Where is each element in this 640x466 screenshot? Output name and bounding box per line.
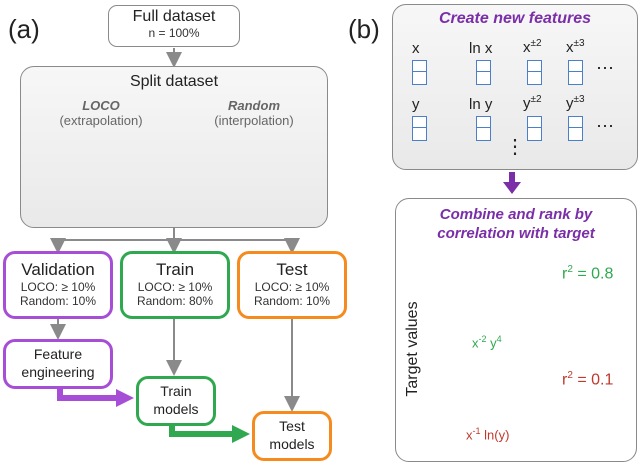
test-models-line1: Test xyxy=(279,418,305,434)
base-x: x xyxy=(566,39,574,56)
r2-number: = 0.1 xyxy=(572,371,614,389)
test-models-line2: models xyxy=(269,436,315,452)
base-y: y xyxy=(566,95,574,112)
feature-lny-label: ln y xyxy=(469,96,493,113)
vector-y xyxy=(412,116,427,141)
feature-x-pow2-label: x±2 xyxy=(523,38,542,56)
r2-number: = 0.8 xyxy=(572,265,614,283)
validation-title: Validation xyxy=(21,260,95,279)
feature-y-pow3-label: y±3 xyxy=(566,94,585,112)
r2-exp: 2 xyxy=(567,264,573,275)
feature-y-label: y xyxy=(412,96,420,113)
feature-engineering-line1: Feature xyxy=(33,346,83,362)
train-models-line2: models xyxy=(153,401,199,417)
xlabel-part: x xyxy=(466,427,473,443)
exp-pm2: ±2 xyxy=(530,38,542,49)
plot1-xlabel: x-2 y4 xyxy=(472,334,502,350)
r2-base: r xyxy=(562,265,568,283)
panel-label-a: (a) xyxy=(8,14,40,44)
test-models-box: Test models xyxy=(252,411,332,461)
validation-box: Validation LOCO: ≥ 10% Random: 10% xyxy=(3,251,113,319)
create-features-box: Create new features xyxy=(392,4,638,170)
xlabel-part: y xyxy=(486,335,497,351)
target-values-ylabel: Target values xyxy=(404,301,421,397)
full-dataset-box: Full dataset n = 100% xyxy=(108,5,240,47)
feature-lnx-label: ln x xyxy=(469,40,493,57)
vector-x-pow3 xyxy=(568,60,583,85)
validation-loco: LOCO: ≥ 10% xyxy=(20,280,96,294)
vector-x-pow2 xyxy=(527,60,542,85)
loco-subtitle: (extrapolation) xyxy=(59,113,143,128)
loco-label: LOCO xyxy=(82,98,120,113)
full-dataset-title: Full dataset xyxy=(132,8,216,25)
vector-y-pow2 xyxy=(527,116,542,141)
full-dataset-subtitle: n = 100% xyxy=(148,26,200,40)
base-y: y xyxy=(523,95,531,112)
panel-label-b: (b) xyxy=(348,14,380,44)
feature-y-pow2-label: y±2 xyxy=(523,94,542,112)
random-label: Random xyxy=(228,98,280,113)
test-loco: LOCO: ≥ 10% xyxy=(254,280,330,294)
r2-exp: 2 xyxy=(567,370,573,381)
arrow-down-icon xyxy=(503,182,521,194)
plot1-r2-value: r2 = 0.8 xyxy=(562,264,613,283)
vector-lnx xyxy=(476,60,491,85)
plot2-r2-value: r2 = 0.1 xyxy=(562,370,613,389)
xlabel-exp: -1 xyxy=(472,426,481,436)
train-loco: LOCO: ≥ 10% xyxy=(137,280,213,294)
train-models-box: Train models xyxy=(136,376,216,426)
xlabel-part: ln(y) xyxy=(480,427,510,443)
feature-engineering-box: Feature engineering xyxy=(3,339,113,389)
feature-x-label: x xyxy=(412,40,420,57)
split-dataset-box: Split dataset LOCO (extrapolation) Rando… xyxy=(20,66,328,228)
ellipsis-row2: ⋯ xyxy=(596,116,614,136)
create-features-title: Create new features xyxy=(438,10,592,27)
vector-lny xyxy=(476,116,491,141)
test-title: Test xyxy=(276,260,308,279)
plot2-xlabel: x-1 ln(y) xyxy=(466,426,509,442)
vertical-ellipsis: ⋮ xyxy=(505,136,525,158)
base-x: x xyxy=(523,39,531,56)
xlabel-exp: -2 xyxy=(478,334,487,344)
combine-title-line1: Combine and rank by xyxy=(439,206,593,223)
ellipsis-row1: ⋯ xyxy=(596,58,614,78)
test-random: Random: 10% xyxy=(253,294,331,308)
random-subtitle: (interpolation) xyxy=(214,113,294,128)
test-box: Test LOCO: ≥ 10% Random: 10% xyxy=(237,251,347,319)
split-dataset-title: Split dataset xyxy=(129,73,219,90)
validation-random: Random: 10% xyxy=(19,294,97,308)
arrow-right-icon xyxy=(116,389,134,407)
vector-x xyxy=(412,60,427,85)
feature-x-pow3-label: x±3 xyxy=(566,38,585,56)
combine-rank-box: Combine and rank by correlation with tar… xyxy=(395,198,637,462)
vector-y-pow3 xyxy=(568,116,583,141)
train-title: Train xyxy=(155,260,195,279)
exp-pm3: ±3 xyxy=(573,94,585,105)
feature-engineering-line2: engineering xyxy=(21,364,95,380)
train-models-line1: Train xyxy=(160,383,192,399)
arrow-right-icon xyxy=(232,425,250,443)
r2-base: r xyxy=(562,371,568,389)
exp-pm3: ±3 xyxy=(573,38,585,49)
combine-title-line2: correlation with target xyxy=(437,225,595,242)
train-random: Random: 80% xyxy=(136,294,214,308)
train-box: Train LOCO: ≥ 10% Random: 80% xyxy=(120,251,230,319)
xlabel-part: x xyxy=(472,335,479,351)
exp-pm2: ±2 xyxy=(530,94,542,105)
xlabel-exp: 4 xyxy=(496,334,502,344)
